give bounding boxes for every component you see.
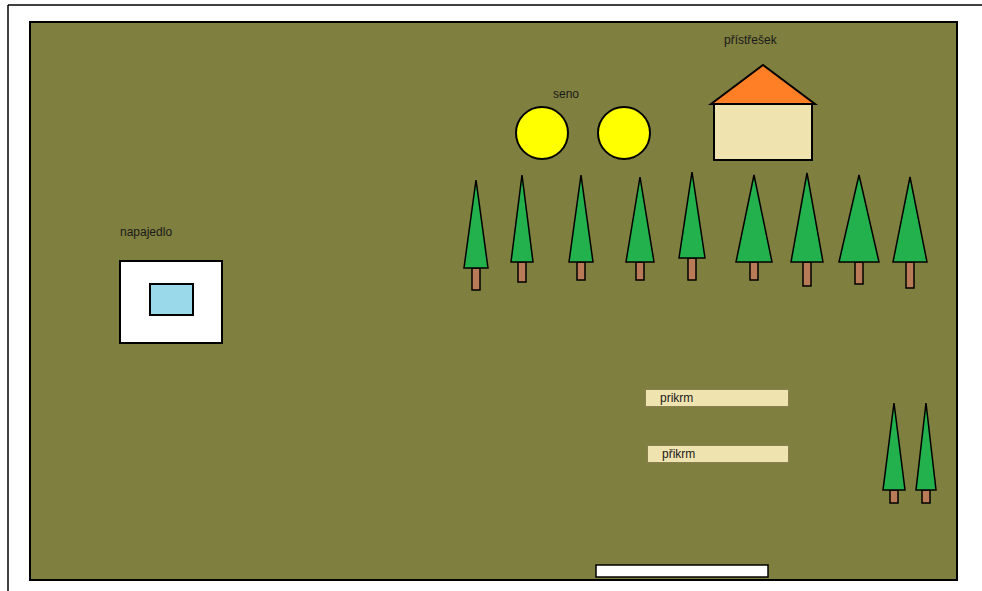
tree-crown bbox=[791, 173, 823, 262]
tree-trunk bbox=[518, 262, 526, 282]
trough-label: napajedlo bbox=[120, 225, 172, 240]
place-name: napajedlo bbox=[120, 225, 172, 240]
pasture-ground bbox=[30, 22, 957, 580]
tree-trunk bbox=[906, 262, 914, 288]
hay-bale bbox=[516, 107, 568, 159]
trough-water bbox=[150, 284, 193, 315]
tree-crown bbox=[679, 172, 705, 258]
tree-crown bbox=[626, 177, 654, 262]
feeder-box: přikrm bbox=[647, 445, 789, 463]
tree-trunk bbox=[472, 268, 480, 290]
tree-trunk bbox=[803, 262, 811, 286]
tree-crown bbox=[736, 175, 772, 262]
tree-crown bbox=[916, 403, 936, 490]
tree-trunk bbox=[922, 490, 930, 503]
tree-crown bbox=[569, 175, 593, 262]
tree-crown bbox=[839, 175, 879, 262]
shelter-label: přístřešek bbox=[724, 33, 777, 48]
place-name: přikrm bbox=[648, 446, 788, 462]
frame-line bbox=[7, 5, 9, 591]
tree-crown bbox=[464, 180, 488, 268]
shelter-body bbox=[714, 104, 812, 160]
tree-crown bbox=[893, 177, 927, 262]
tree-trunk bbox=[688, 258, 696, 280]
place-name: prikrm bbox=[646, 390, 788, 406]
tree-crown bbox=[511, 175, 533, 262]
hay-bale bbox=[598, 107, 650, 159]
frame-line bbox=[8, 4, 982, 6]
trough-frame bbox=[120, 261, 222, 343]
place-name: seno bbox=[553, 87, 579, 102]
tree-trunk bbox=[750, 262, 758, 280]
shelter-roof bbox=[711, 65, 815, 104]
gate bbox=[596, 565, 768, 577]
tree-trunk bbox=[636, 262, 644, 280]
place-name: přístřešek bbox=[724, 33, 777, 48]
tree-crown bbox=[883, 403, 905, 490]
tree-trunk bbox=[577, 262, 585, 280]
feeder-box: prikrm bbox=[645, 389, 789, 407]
tree-trunk bbox=[890, 490, 898, 503]
tree-trunk bbox=[855, 262, 863, 284]
